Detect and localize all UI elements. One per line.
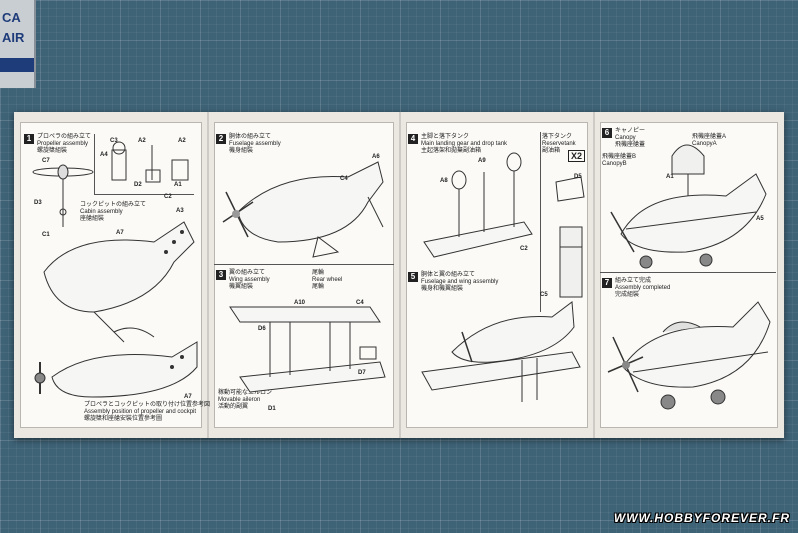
part-label: D2 (134, 182, 142, 188)
part-label: C2 (164, 194, 172, 200)
drop-tank-drawing (555, 176, 585, 298)
fuselage-half-drawing (43, 221, 195, 343)
canopy-assembly-drawing (610, 144, 767, 269)
part-label: C2 (520, 246, 528, 252)
part-label: C1 (42, 232, 50, 238)
part-label: A7 (116, 230, 124, 236)
part-label: A7 (184, 394, 192, 400)
part-label: D7 (358, 370, 366, 376)
part-label: A2 (178, 138, 186, 144)
part-label: C4 (340, 176, 348, 182)
fuselage-with-propeller-drawing (34, 341, 198, 398)
part-label: A2 (138, 138, 146, 144)
fuselage-assembly-drawing (222, 161, 384, 258)
landing-gear-drawing (423, 152, 533, 258)
part-label: A3 (176, 208, 184, 214)
part-label: C3 (110, 138, 118, 144)
part-label: D3 (34, 200, 42, 206)
part-label: D5 (574, 174, 582, 180)
multiplier-badge: X2 (568, 150, 586, 162)
part-label: C5 (540, 292, 548, 298)
completed-aircraft-drawing (607, 301, 771, 410)
propeller-drawing (32, 164, 94, 227)
part-label: A9 (478, 158, 486, 164)
part-label: D6 (258, 326, 266, 332)
part-label: A10 (294, 300, 306, 306)
part-label: C4 (356, 300, 364, 306)
part-label: A8 (440, 178, 448, 184)
wing-assembly-drawing (229, 306, 386, 393)
part-label: A1 (174, 182, 182, 188)
part-label: D1 (268, 406, 276, 412)
kit-box-corner: CA AIR (0, 0, 36, 88)
part-label: A6 (372, 154, 380, 160)
part-label: C7 (42, 158, 50, 164)
site-watermark: WWW.HOBBYFOREVER.FR (613, 511, 790, 525)
part-label: A1 (666, 174, 674, 180)
cabin-parts-drawing (111, 141, 189, 183)
box-corner-text: CA AIR (2, 10, 25, 45)
part-label: A4 (100, 152, 108, 158)
fuselage-wing-drawing (421, 301, 581, 402)
part-label: A5 (756, 216, 764, 222)
